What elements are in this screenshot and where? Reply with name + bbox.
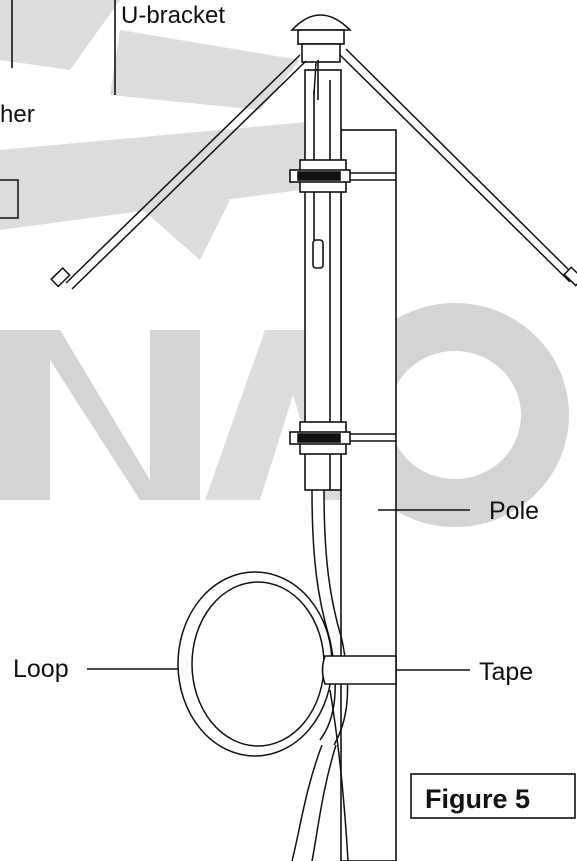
watermark-logo <box>0 0 569 527</box>
antenna-top-cap <box>290 14 352 100</box>
cable-loop <box>177 571 333 757</box>
ground-radials <box>50 48 577 290</box>
u-bracket-upper <box>289 159 396 193</box>
antenna-mast <box>304 69 342 491</box>
tape-label: Tape <box>479 658 533 686</box>
u-bracket-label: U-bracket <box>121 2 225 29</box>
loop-label: Loop <box>13 655 69 683</box>
figure-caption: Figure 5 <box>410 773 576 819</box>
label-leaders-top <box>0 0 116 219</box>
figure-caption-text: Figure 5 <box>425 784 530 814</box>
pole-label: Pole <box>489 497 539 525</box>
coax-cable <box>177 489 349 861</box>
pole <box>340 129 397 861</box>
label-leaders <box>87 509 470 671</box>
u-bracket-lower <box>289 421 396 455</box>
tape-band <box>321 655 397 685</box>
washer-label-partial: her <box>0 101 35 128</box>
